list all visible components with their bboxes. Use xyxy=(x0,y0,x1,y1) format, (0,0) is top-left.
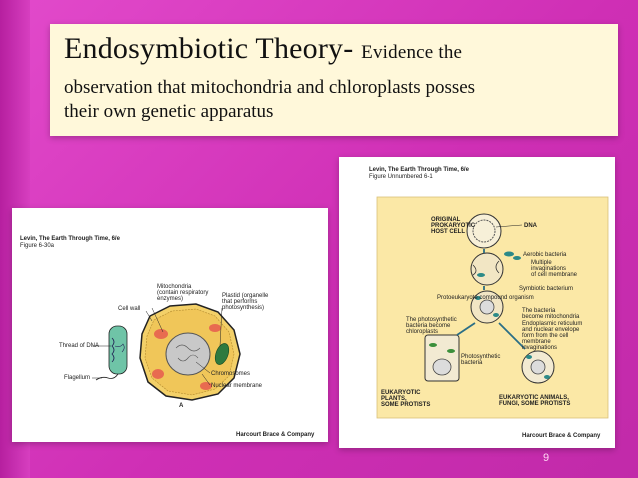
label-multiple: Multiple xyxy=(531,260,552,266)
label-euk-plants-3: SOME PROTISTS xyxy=(381,402,431,408)
title-line-2: observation that mitochondria and chloro… xyxy=(64,77,476,98)
label-euk-animals-1: EUKARYOTIC ANIMALS, xyxy=(499,395,569,401)
label-photo-3: chloroplasts xyxy=(406,329,439,335)
label-mitochondria-2: (contain respiratory xyxy=(157,290,209,296)
label-endo-5: invaginations xyxy=(522,345,558,351)
label-chromosomes: Chromosomes xyxy=(211,371,251,377)
label-photo-2: bacteria become xyxy=(406,323,451,329)
label-aerobic-bacteria: Aerobic bacteria xyxy=(523,252,567,258)
title-line-1: Endosymbiotic Theory- Evidence the xyxy=(64,32,462,66)
label-photob-2: bacteria xyxy=(461,360,483,366)
title-heading: Endosymbiotic Theory- xyxy=(64,32,354,65)
label-nuclear-membrane: Nuclear membrane xyxy=(211,383,263,389)
label-plastid: Plastid (organelle xyxy=(222,293,269,299)
label-mitochondria-3: enzymes) xyxy=(157,296,184,302)
label-dna: DNA xyxy=(524,223,537,229)
label-euk-animals-2: FUNGI, SOME PROTISTS xyxy=(499,401,571,407)
label-thread-of-dna: Thread of DNA xyxy=(59,343,100,349)
label-endo-2: and nuclear envelope xyxy=(522,327,580,333)
title-box: Endosymbiotic Theory- Evidence the obser… xyxy=(50,24,618,136)
title-heading-small: Evidence the xyxy=(361,42,463,63)
label-symbiotic: Symbiotic bacterium xyxy=(519,286,574,292)
label-host-cell: HOST CELL xyxy=(431,229,465,235)
label-invaginations: invaginations xyxy=(531,266,567,272)
label-of-cell-membrane: of cell membrane xyxy=(531,272,578,278)
label-endo-4: membrane xyxy=(522,339,551,345)
plant-cell-diagram xyxy=(92,303,241,401)
label-photo-1: The photosynthetic xyxy=(406,317,457,323)
label-mitochondria: Mitochondria xyxy=(157,284,192,290)
left-caption-1: Levin, The Earth Through Time, 6/e xyxy=(20,236,120,242)
right-caption-1: Levin, The Earth Through Time, 6/e xyxy=(369,167,469,173)
label-original: ORIGINAL xyxy=(431,217,461,223)
right-credit: Harcourt Brace & Company xyxy=(522,433,601,439)
label-protoeukaryote: Protoeukaryote compound organism xyxy=(437,295,534,301)
page-number: 9 xyxy=(543,452,550,464)
title-line-3: their own genetic apparatus xyxy=(64,101,274,122)
label-euk-plants-2: PLANTS, xyxy=(381,396,407,402)
label-plastid-3: photosynthesis) xyxy=(222,305,265,311)
left-credit: Harcourt Brace & Company xyxy=(236,432,315,438)
left-figure-panel: Levin, The Earth Through Time, 6/e Figur… xyxy=(12,208,328,442)
right-caption-2: Figure Unnumbered 6-1 xyxy=(369,174,433,180)
label-cell-wall: Cell wall xyxy=(118,306,141,312)
label-photob-1: Photosynthetic xyxy=(461,354,501,360)
endosymbiosis-diagram xyxy=(376,196,609,419)
label-bacteria-become: The bacteria xyxy=(522,308,556,314)
label-mitochondria-r: become mitochondria xyxy=(522,314,580,320)
label-plastid-2: that performs xyxy=(222,299,258,305)
label-endo-1: Endoplasmic reticulum xyxy=(522,321,583,327)
label-prokaryotic: PROKARYOTIC xyxy=(431,223,476,229)
right-figure-panel: Levin, The Earth Through Time, 6/e Figur… xyxy=(339,157,615,448)
label-endo-3: form from the cell xyxy=(522,333,569,339)
label-panel-a: A xyxy=(179,403,184,409)
label-euk-plants-1: EUKARYOTIC xyxy=(381,390,421,396)
label-flagellum: Flagellum xyxy=(64,375,91,381)
left-caption-2: Figure 6-30a xyxy=(20,243,55,249)
